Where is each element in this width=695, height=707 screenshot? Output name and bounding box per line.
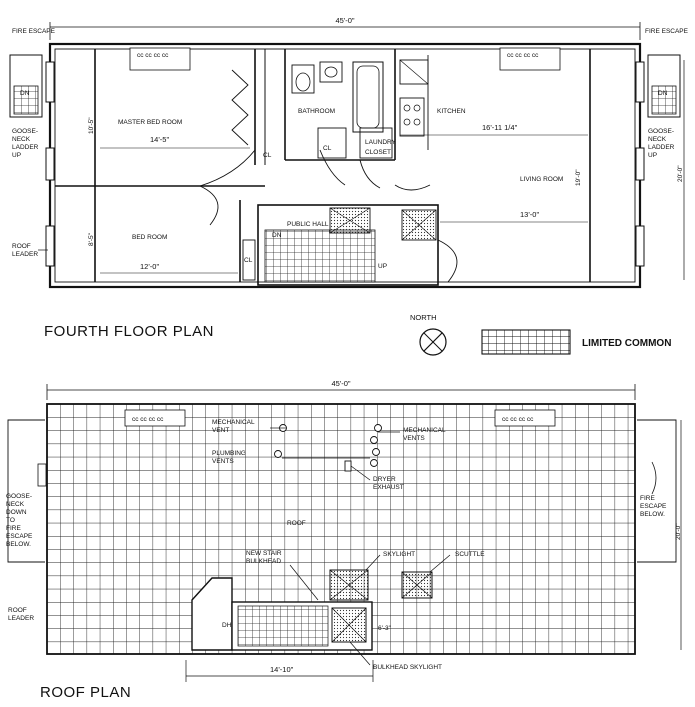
svg-text:EXHAUST: EXHAUST	[373, 484, 404, 491]
dryer-exhaust-icon	[344, 460, 352, 472]
svg-text:GOOSE-: GOOSE-	[648, 128, 674, 135]
svg-text:VENTS: VENTS	[403, 435, 425, 442]
svg-text:CL: CL	[323, 145, 332, 152]
svg-text:GOOSE-: GOOSE-	[6, 493, 32, 500]
svg-text:ESCAPE: ESCAPE	[6, 533, 33, 540]
fourth-floor-plan: 45'-0" DN DN FIRE ESCAPE GOOSE- NECK LAD…	[9, 16, 689, 340]
svg-text:cc cc cc cc: cc cc cc cc	[502, 416, 534, 423]
bathroom-label: BATHROOM	[298, 108, 335, 115]
legend-label: LIMITED COMMON	[582, 338, 671, 349]
svg-text:BULKHEAD: BULKHEAD	[246, 558, 281, 565]
svg-text:ESCAPE: ESCAPE	[640, 503, 667, 510]
bulkhead-depth-dim: 6'-3"	[378, 625, 392, 632]
roof-plan: 45'-0" cc cc cc cc cc cc cc cc GOOSE- NE…	[6, 379, 682, 701]
svg-text:CL: CL	[263, 152, 272, 159]
mechanical-vent-icon	[374, 424, 382, 432]
svg-text:BELOW.: BELOW.	[6, 541, 31, 548]
svg-text:VENT: VENT	[212, 427, 229, 434]
right-fire-escape	[647, 54, 681, 118]
svg-text:CL: CL	[244, 257, 253, 264]
left-roof-leader-note: ROOF LEADER	[12, 243, 48, 258]
svg-text:TO: TO	[6, 517, 15, 524]
roof-depth-dim: 20'-0"	[675, 523, 682, 540]
svg-text:DN: DN	[20, 90, 30, 97]
kitchen-label: KITCHEN	[437, 108, 466, 115]
legend-limited-common: LIMITED COMMON	[481, 329, 671, 355]
svg-text:SCUTTLE: SCUTTLE	[455, 551, 485, 558]
master-depth-dim: 10'-5"	[88, 117, 95, 134]
svg-text:FIRE: FIRE	[6, 525, 21, 532]
master-width-dim: 14'-5"	[150, 135, 169, 144]
north-arrow: NORTH	[410, 313, 447, 356]
bulkhead-width-dim: 14'-10"	[270, 665, 294, 674]
right-gooseneck-note: GOOSE- NECK LADDER UP	[648, 128, 675, 159]
bed-depth-dim: 8'-5"	[88, 232, 95, 246]
fire-escape-below-note: FIRE ESCAPE BELOW.	[640, 495, 667, 518]
svg-text:FIRE: FIRE	[640, 495, 655, 502]
public-hall	[257, 204, 439, 286]
roof-label: ROOF	[287, 520, 306, 527]
svg-text:NECK: NECK	[6, 501, 25, 508]
fourth-floor-title: FOURTH FLOOR PLAN	[44, 323, 214, 340]
svg-text:NECK: NECK	[648, 136, 667, 143]
svg-text:VENTS: VENTS	[212, 458, 234, 465]
plumbing-vent-icon	[370, 459, 378, 467]
right-fire-escape-label: FIRE ESCAPE	[645, 28, 689, 35]
bed-width-dim: 12'-0"	[140, 262, 159, 271]
plumbing-vent-icon	[372, 448, 380, 456]
living-width-dim: 13'-0"	[520, 210, 539, 219]
svg-text:DOWN: DOWN	[6, 509, 27, 516]
left-fire-escape	[9, 54, 43, 118]
plumbing-vent-icon	[274, 450, 282, 458]
svg-text:BELOW.: BELOW.	[640, 511, 665, 518]
roof-overall-width: 45'-0"	[331, 379, 350, 388]
svg-text:GOOSE-: GOOSE-	[12, 128, 38, 135]
mechanical-vent-icon	[370, 436, 378, 444]
svg-text:LEADER: LEADER	[12, 251, 38, 258]
svg-text:NECK: NECK	[12, 136, 31, 143]
roof-plan-title: ROOF PLAN	[40, 684, 131, 701]
bed-room-label: BED ROOM	[132, 234, 167, 241]
svg-text:UP: UP	[12, 152, 21, 159]
floor-depth-dimension: 20'-0"	[677, 165, 684, 182]
living-depth-dim: 19'-0"	[575, 169, 582, 186]
svg-text:MECHANICAL: MECHANICAL	[403, 427, 446, 434]
closet-label: CLOSET	[365, 149, 391, 156]
master-bed-room-label: MASTER BED ROOM	[118, 119, 182, 126]
public-hall-label: PUBLIC HALL	[287, 221, 329, 228]
laundry-label: LAUNDRY	[365, 139, 397, 146]
svg-text:MECHANICAL: MECHANICAL	[212, 419, 255, 426]
svg-text:UP: UP	[378, 263, 387, 270]
svg-text:PLUMBING: PLUMBING	[212, 450, 246, 457]
svg-text:DN: DN	[658, 90, 668, 97]
kitchen-width-dim: 16'-11 1/4"	[482, 123, 518, 132]
left-gooseneck-note: GOOSE- NECK LADDER UP	[12, 128, 39, 159]
svg-text:DH: DH	[222, 622, 232, 629]
svg-text:NORTH: NORTH	[410, 313, 437, 322]
svg-text:cc cc cc cc: cc cc cc cc	[132, 416, 164, 423]
svg-text:SKYLIGHT: SKYLIGHT	[383, 551, 415, 558]
svg-text:ROOF: ROOF	[8, 607, 27, 614]
svg-text:NEW STAIR: NEW STAIR	[246, 550, 282, 557]
bulkhead-skylight-label: BULKHEAD SKYLIGHT	[373, 664, 442, 671]
living-room-label: LIVING ROOM	[520, 176, 563, 183]
svg-text:cc cc cc cc: cc cc cc cc	[507, 52, 539, 59]
roof-gooseneck-note: GOOSE- NECK DOWN TO FIRE ESCAPE BELOW.	[6, 493, 33, 548]
roof-leader-note: ROOF LEADER	[8, 607, 34, 622]
floor-overall-width: 45'-0"	[335, 16, 354, 25]
svg-text:ROOF: ROOF	[12, 243, 31, 250]
svg-text:LEADER: LEADER	[8, 615, 34, 622]
svg-text:LADDER: LADDER	[12, 144, 39, 151]
svg-text:cc cc cc cc: cc cc cc cc	[137, 52, 169, 59]
grid-swatch-icon	[481, 329, 571, 355]
svg-text:LADDER: LADDER	[648, 144, 675, 151]
svg-text:UP: UP	[648, 152, 657, 159]
svg-text:DRYER: DRYER	[373, 476, 396, 483]
stair-bulkhead: DH 6'-3" BULKHEAD SKYLIGHT	[191, 577, 442, 671]
left-fire-escape-label: FIRE ESCAPE	[12, 28, 56, 35]
compass-icon	[419, 328, 447, 356]
svg-text:DN: DN	[272, 232, 282, 239]
